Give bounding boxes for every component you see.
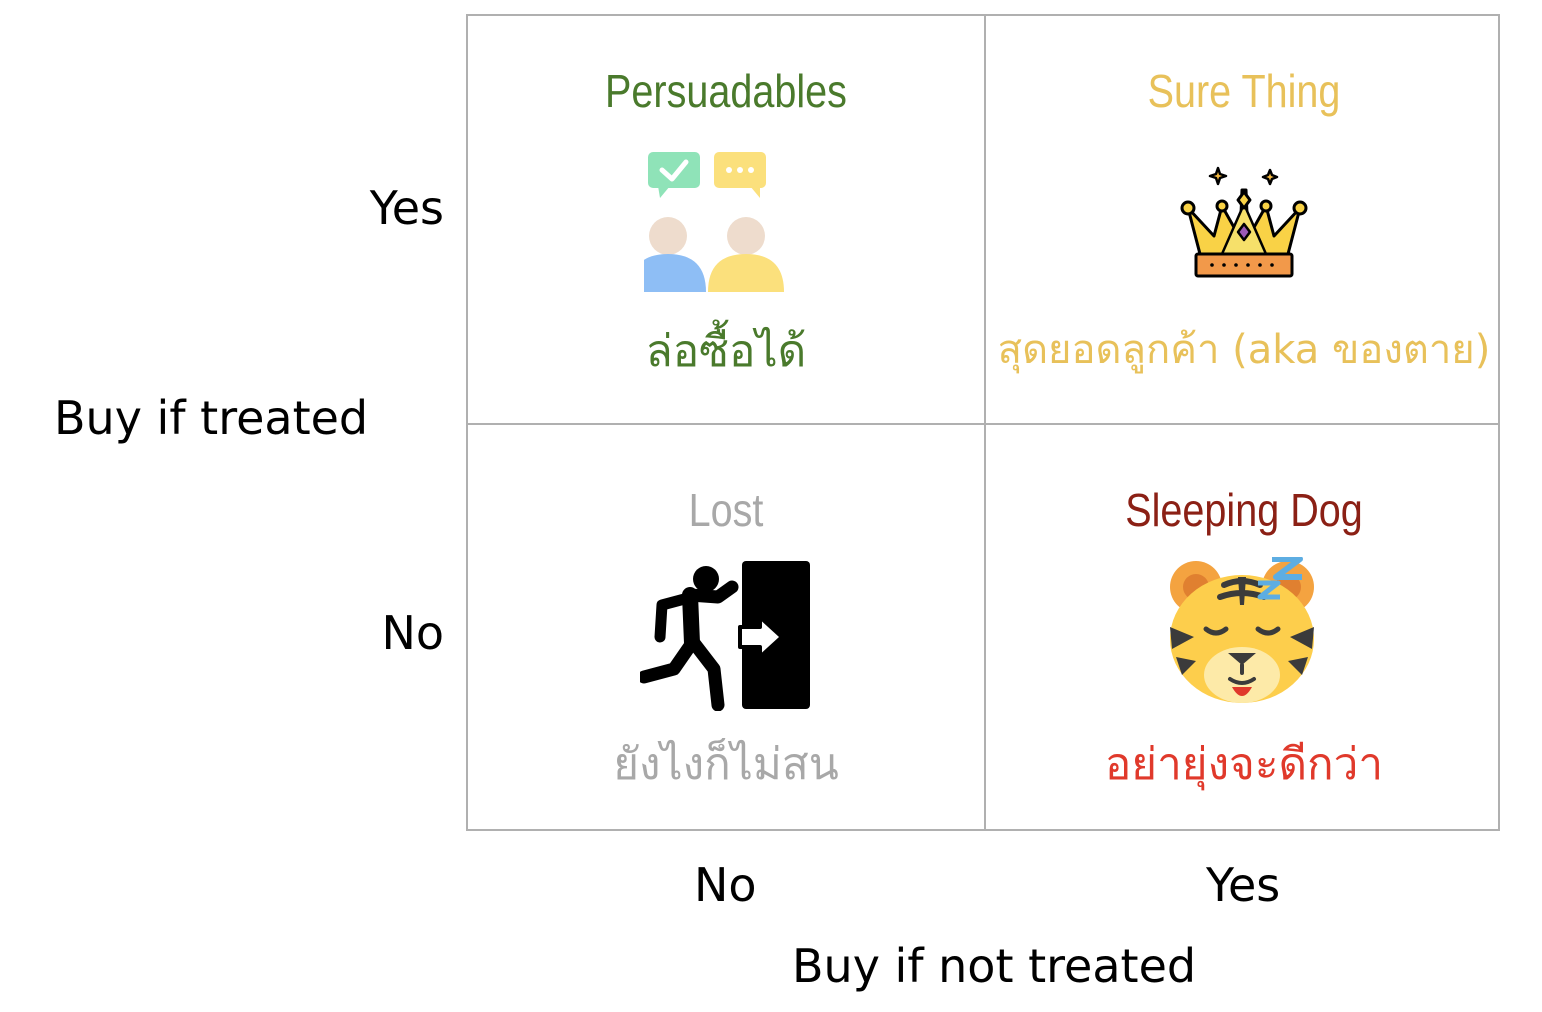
crown-icon (1180, 166, 1308, 278)
quadrant-thai-label: ล่อซื้อได้ (645, 326, 807, 377)
quadrant-title: Lost (688, 484, 764, 536)
quadrant-sure-thing: Sure Thing สุดยอดลูกค้า (aka ของตาย) (986, 16, 1502, 423)
people-chat-icon (644, 152, 784, 292)
grid-divider-vertical (984, 16, 986, 829)
exit-door-icon (640, 561, 810, 711)
quadrant-title: Sure Thing (1147, 65, 1341, 117)
x-tick-no: No (694, 858, 757, 912)
quadrant-thai-label: สุดยอดลูกค้า (aka ของตาย) (997, 327, 1491, 373)
quadrant-grid: Persuadables ล่อซื้อได้ Sure Thing (466, 14, 1500, 831)
quadrant-thai-label: ยังไงก็ไม่สน (613, 739, 839, 790)
sleeping-tiger-icon (1170, 557, 1314, 703)
x-tick-yes: Yes (1206, 858, 1281, 912)
y-tick-no: No (381, 606, 444, 660)
y-axis-label: Buy if treated (54, 391, 369, 445)
quadrant-thai-label: อย่ายุ่งจะดีกว่า (1104, 739, 1384, 790)
quadrant-lost: Lost ยังไงก็ไม่สน (468, 425, 984, 832)
grid-divider-horizontal (468, 423, 1498, 425)
quadrant-sleeping-dog: Sleeping Dog อย่ายุ่งจะดีกว่า (986, 425, 1502, 832)
quadrant-title: Sleeping Dog (1125, 484, 1363, 536)
quadrant-title: Persuadables (605, 65, 847, 117)
y-tick-yes: Yes (369, 181, 444, 235)
quadrant-persuadables: Persuadables ล่อซื้อได้ (468, 16, 984, 423)
x-axis-label: Buy if not treated (792, 939, 1197, 993)
